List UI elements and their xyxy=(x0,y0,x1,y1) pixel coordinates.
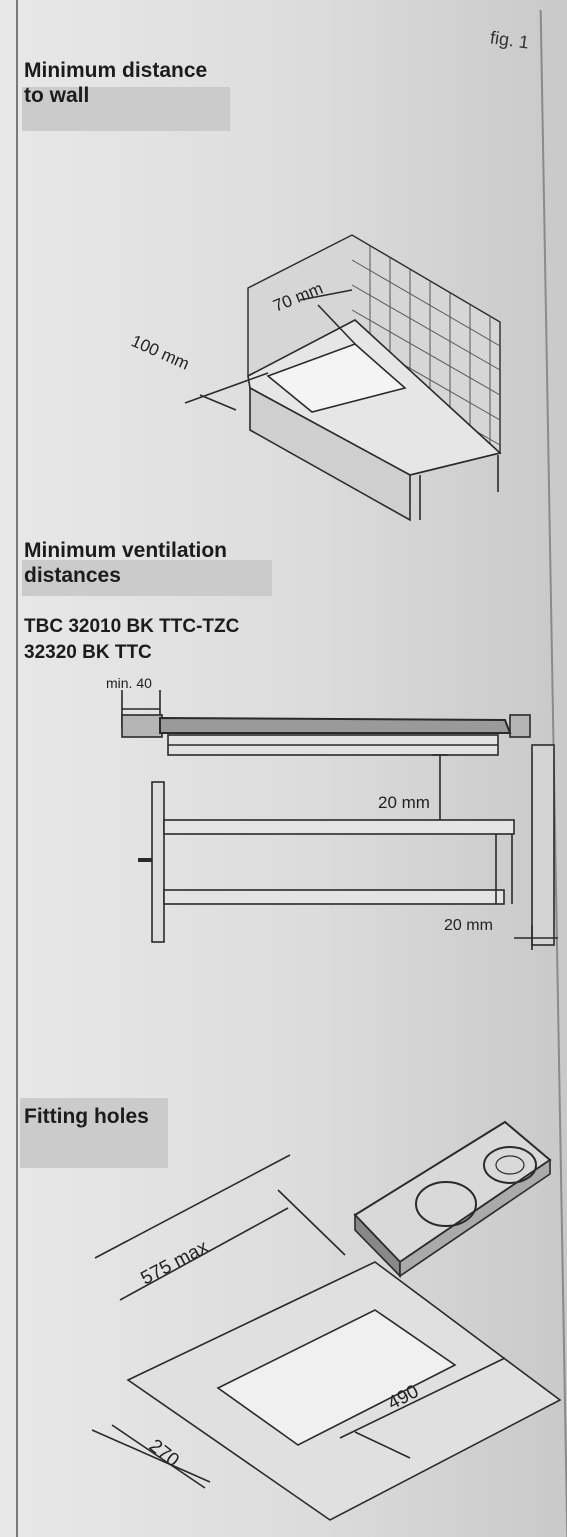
dim-label-575max: 575 max xyxy=(137,1236,212,1289)
cooking-zone-front xyxy=(415,1181,477,1227)
dim-label-min40: min. 40 xyxy=(106,675,152,691)
dim-line-270 xyxy=(111,1424,206,1489)
dim-ref-575 xyxy=(94,1154,291,1259)
hob-front xyxy=(399,1158,551,1278)
dim-label-270: 270 xyxy=(145,1435,183,1471)
dim-label-20mm-top: 20 mm xyxy=(378,793,430,812)
header-shade-fitting xyxy=(20,1098,168,1168)
model-line-1: TBC 32010 BK TTC-TZC xyxy=(24,616,240,637)
title-line: Minimum distance xyxy=(24,59,208,82)
header-shade-wall xyxy=(22,87,230,131)
cooking-zone-rear-inner xyxy=(495,1155,525,1175)
drawer-bottom-rail xyxy=(163,889,505,905)
wall-distance-diagram xyxy=(184,234,502,522)
section-title-ventilation: Minimum ventilation distances xyxy=(24,538,227,588)
dim-line-490 xyxy=(339,1357,506,1439)
dim-ref-270 xyxy=(91,1429,211,1483)
cooking-zone-rear xyxy=(483,1146,537,1184)
ventilation-diagram xyxy=(121,690,558,950)
title-line: Minimum ventilation xyxy=(24,539,228,562)
dim-line-back-ext xyxy=(317,304,357,346)
dim-tick xyxy=(199,394,237,411)
dim-label-20mm-right: 20 mm xyxy=(444,917,493,934)
page-left-edge xyxy=(16,0,18,1537)
counter-edge xyxy=(409,452,501,476)
hob-cutout xyxy=(266,343,407,413)
dim-ext-575 xyxy=(277,1189,346,1256)
section-title-fitting: Fitting holes xyxy=(24,1105,149,1128)
header-shade-ventilation xyxy=(22,560,272,596)
fitting-holes-diagram xyxy=(91,1120,562,1521)
hob-glass xyxy=(159,716,512,734)
dim-ext-490 xyxy=(354,1431,411,1459)
side-wall xyxy=(531,744,555,946)
title-line: to wall xyxy=(24,84,90,107)
dim-line-back xyxy=(299,289,353,301)
dim-line-side xyxy=(184,372,269,404)
dim-label-100mm: 100 mm xyxy=(128,331,192,373)
model-line-2: 32320 BK TTC xyxy=(24,642,152,663)
cut-out xyxy=(216,1309,457,1446)
worktop-section-right xyxy=(509,714,531,738)
title-line: distances xyxy=(24,564,121,587)
cabinet-front xyxy=(151,781,165,943)
worktop-section-left xyxy=(121,714,163,738)
dim-line-575 xyxy=(119,1207,289,1301)
drawer-top-rail xyxy=(163,819,515,835)
counter-front xyxy=(249,386,411,522)
section-title-wall: Minimum distance to wall xyxy=(24,58,207,108)
